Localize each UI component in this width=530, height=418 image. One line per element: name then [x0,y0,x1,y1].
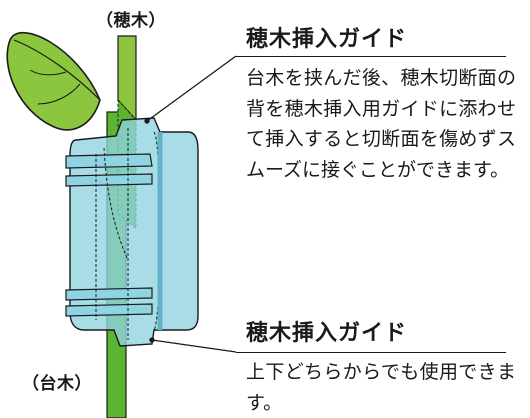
grafting-clip [65,117,199,347]
insertion-guide-heading-bottom: 穂木挿入ガイド [246,321,408,346]
heading-underline-bottom [236,352,506,353]
lower-band [65,287,153,301]
rootstock-label: （台木） [22,374,92,394]
scion-label: （穂木） [96,11,166,31]
heading-underline-top [236,56,506,57]
insertion-guide-description-bottom: 上下どちらからでも使用できます。 [246,361,516,414]
insertion-guide-heading-top: 穂木挿入ガイド [246,27,408,52]
upper-band [65,153,153,169]
insertion-guide-description-top: 台木を挟んだ後、穂木切断面の背を穂木挿入用ガイドに添わせて挿入すると切断面を傷め… [246,67,516,181]
leaf-illustration [6,31,101,131]
leader-lines [144,55,237,353]
